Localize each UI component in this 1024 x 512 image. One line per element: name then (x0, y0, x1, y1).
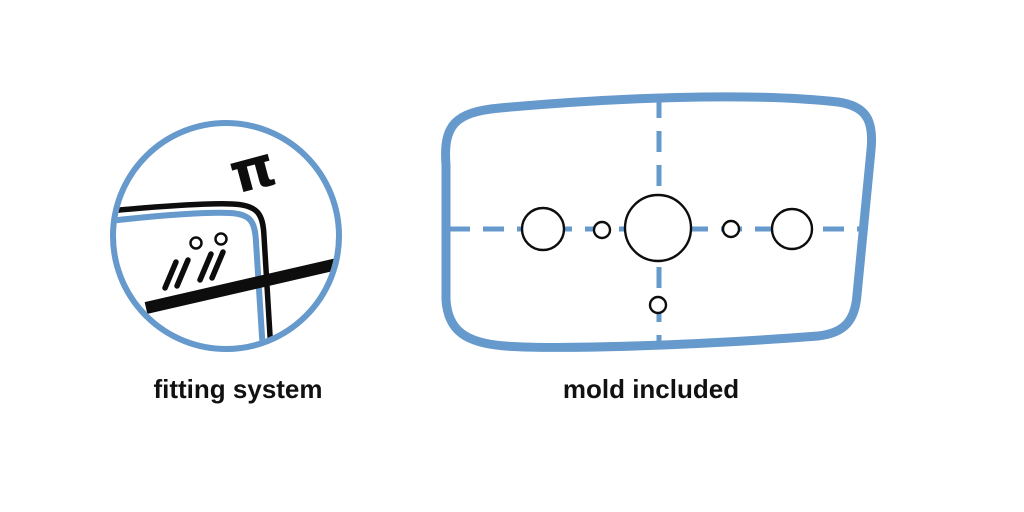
detail-circle-contents: π (116, 133, 336, 346)
small-hole-right (214, 232, 228, 246)
mold-hole-medium-left (520, 206, 566, 252)
fitting-system-illustration: π fitting system (110, 120, 342, 404)
lens-rim-blue-edge (116, 209, 266, 346)
mold-holes (520, 193, 814, 315)
lens-rim-black-edge (116, 201, 274, 346)
mold-hole-medium-right (770, 207, 814, 251)
mold-hole-small-left (592, 220, 612, 240)
mold-hole-small-right (721, 219, 741, 239)
mold-illustration: mold included (441, 92, 877, 404)
fitting-prongs-icon (162, 249, 226, 291)
mold-hole-center-large (623, 193, 693, 263)
mold-hole-bottom (648, 295, 668, 315)
mold-included-label: mold included (563, 374, 739, 404)
fitting-system-label: fitting system (153, 374, 322, 404)
small-hole-left (189, 236, 203, 250)
mounting-band (144, 256, 336, 314)
